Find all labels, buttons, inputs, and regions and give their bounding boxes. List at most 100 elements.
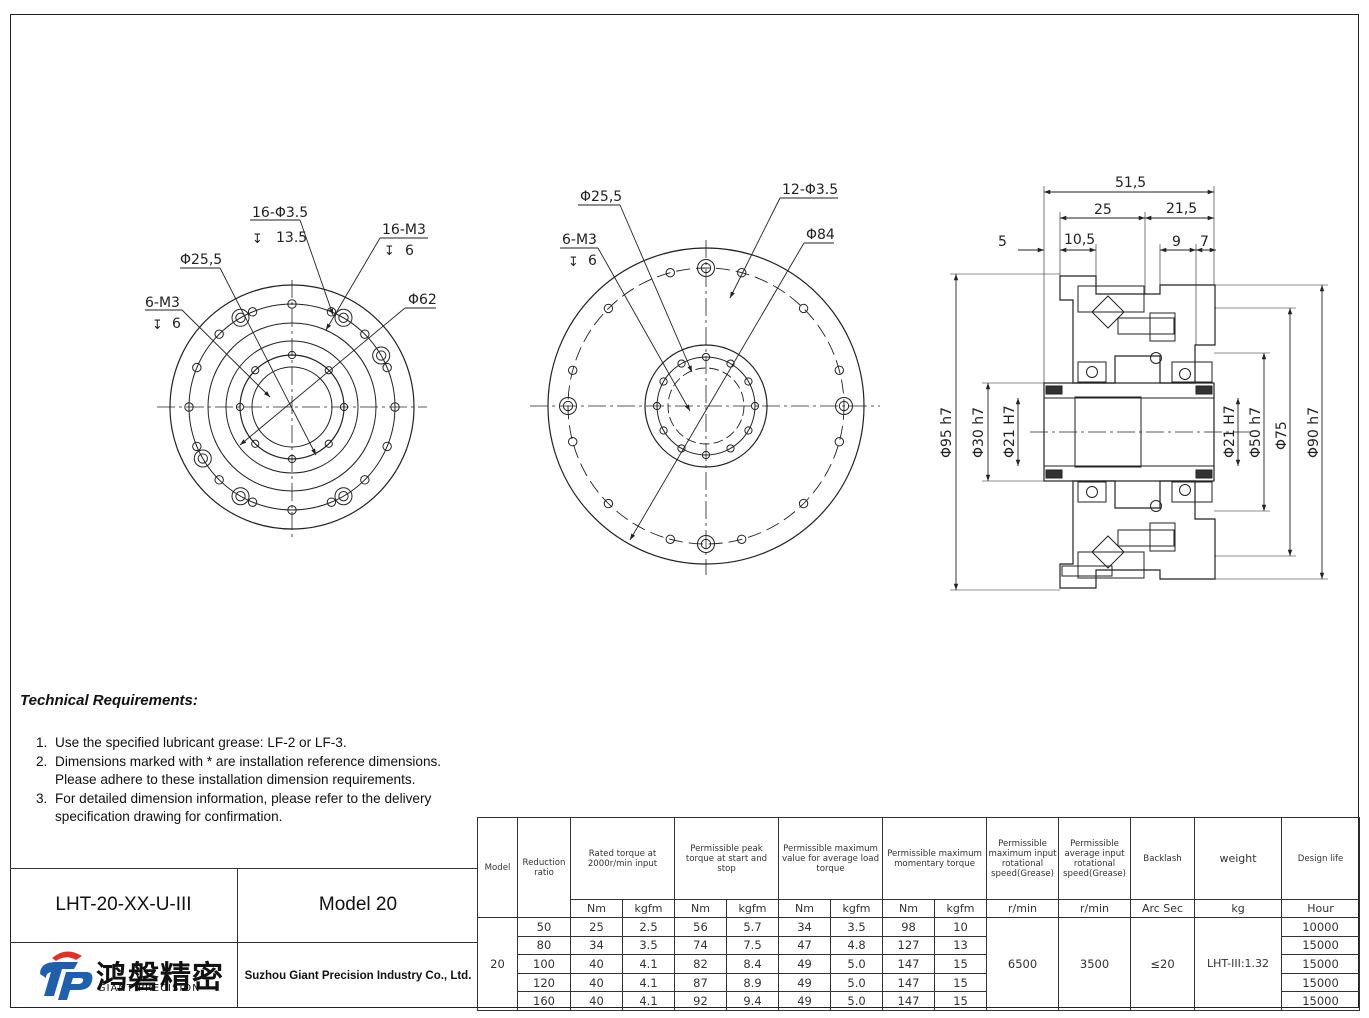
bolt-hole (287, 454, 297, 464)
label-thread-depth: 6 (588, 253, 597, 269)
table-header-row: Model Reduction ratio Rated torque at 20… (477, 817, 1361, 918)
cell-max-speed: 6500 (986, 917, 1060, 1011)
label-holes-16-d3-5: 16-Φ3.5 (252, 205, 308, 221)
bolt-hole (214, 329, 224, 339)
label-thread-b-depth: 6 (172, 316, 181, 332)
depth-symbol: ↧ (152, 318, 163, 333)
logo-text-cn: 鸿磐精密 (96, 960, 224, 996)
unit-cell: r/min (1058, 899, 1132, 918)
requirements-list: 1.Use the specified lubricant grease: LF… (36, 734, 476, 827)
logo-text-en: GIANT PRECISION (98, 983, 201, 994)
thread-hole-inner (838, 400, 850, 412)
title-block-divider (10, 942, 478, 943)
bolt-hole (659, 426, 668, 435)
thread-hole-outer (697, 535, 715, 553)
header-weight: weight (1194, 817, 1283, 900)
header-backlash: Backlash (1130, 817, 1196, 900)
bolt-hole (737, 534, 747, 544)
cell-avg-speed: 3500 (1058, 917, 1132, 1011)
model-name: Model 20 (318, 894, 398, 915)
bolt-hole (726, 359, 735, 368)
bolt-hole (701, 352, 711, 362)
view3-labels: 51,5 25 21,5 5 10,5 9 7 Φ95 h7 Φ30 h7 Φ2… (939, 175, 1322, 458)
bolt-hole (247, 497, 258, 507)
dim-51-5: 51,5 (1115, 175, 1146, 191)
dim-25: 25 (1094, 202, 1112, 218)
thread-hole-outer (334, 487, 353, 506)
header-ratio: Reduction ratio (517, 817, 571, 918)
thread-hole-inner (197, 453, 208, 464)
table-row: 20 50 25 2.5 56 5.7 34 3.5 98 10 6500 35… (477, 917, 1361, 1011)
thread-hole-inner (700, 262, 712, 274)
label-holes-12-d3-5: 12-Φ3.5 (782, 182, 838, 198)
cell-backlash: ≤20 (1130, 917, 1196, 1011)
bolt-hole (750, 401, 760, 411)
bolt-hole (360, 329, 370, 339)
label-thread-6-m3: 6-M3 (562, 232, 597, 248)
thread-hole-outer (559, 397, 577, 415)
depth-symbol: ↧ (568, 255, 579, 270)
bolt-hole (726, 444, 735, 453)
header-avg-torque: Permissible maximum value for average lo… (778, 817, 884, 900)
requirement-item: 2.Dimensions marked with * are installat… (36, 753, 442, 788)
header-model: Model (477, 817, 518, 918)
view-front-middle (530, 197, 880, 575)
dim-5: 5 (998, 234, 1007, 250)
bolt-hole (652, 401, 662, 411)
unit-cell: Nm (570, 899, 623, 918)
bolt-hole (192, 441, 202, 452)
dim-7: 7 (1200, 234, 1209, 250)
bolt-hole (798, 498, 809, 509)
cell-model: 20 (477, 917, 518, 1011)
table-row: 120 40 4.1 87 8.9 49 5.0 147 15 15000 (478, 972, 1361, 993)
unit-cell: kg (1194, 899, 1283, 918)
bolt-hole (568, 365, 578, 375)
depth-symbol: ↧ (252, 232, 263, 247)
unit-cell: Nm (882, 899, 936, 918)
header-rated-torque: Rated torque at 2000r/min input (570, 817, 675, 900)
bolt-hole (360, 475, 370, 485)
unit-cell: kgfm (830, 899, 884, 918)
view-section (950, 186, 1328, 591)
dim-d95: Φ95 h7 (939, 407, 955, 458)
label-thread-depth: 6 (405, 243, 414, 259)
thread-hole-inner (338, 491, 349, 502)
header-design-life: Design life (1281, 817, 1361, 900)
unit-cell: Nm (778, 899, 832, 918)
bolt-hole (603, 498, 614, 509)
bolt-hole (247, 307, 258, 317)
bolt-hole (665, 268, 675, 278)
bolt-hole (737, 268, 747, 278)
technical-drawing: 16-Φ3.5 ↧ 13.5 16-M3 ↧ 6 Φ25,5 6-M3 ↧ 6 … (145, 175, 1328, 591)
requirement-item: 3.For detailed dimension information, pl… (36, 790, 432, 825)
thread-hole-inner (235, 491, 246, 502)
label-holes-depth: 13.5 (276, 230, 307, 246)
view-front-left (145, 219, 436, 540)
header-momentary-torque: Permissible maximum momentary torque (882, 817, 988, 900)
table-row: 160 40 4.1 92 9.4 49 5.0 147 15 15000 (478, 991, 1361, 1011)
view1-labels: 16-Φ3.5 ↧ 13.5 16-M3 ↧ 6 Φ25,5 6-M3 ↧ 6 … (145, 205, 437, 333)
bolt-hole (326, 307, 337, 317)
bolt-hole (390, 402, 400, 412)
bolt-hole (744, 426, 753, 435)
bolt-hole (659, 377, 668, 386)
dim-21-5: 21,5 (1166, 201, 1197, 217)
unit-cell: kgfm (725, 899, 780, 918)
unit-cell: Hour (1281, 899, 1361, 918)
bolt-hole (798, 303, 809, 314)
bolt-hole (677, 359, 686, 368)
dim-d50: Φ50 h7 (1248, 407, 1264, 458)
view2-labels: Φ25,5 12-Φ3.5 6-M3 ↧ 6 Φ84 (562, 182, 838, 270)
thread-hole-inner (562, 400, 574, 412)
bolt-hole (192, 362, 202, 373)
part-number: LHT-20-XX-U-III (55, 894, 192, 915)
label-thread-6-m3: 6-M3 (145, 295, 180, 311)
bolt-hole (382, 362, 392, 373)
bolt-hole (235, 402, 245, 412)
thread-hole-outer (334, 308, 353, 327)
bolt-hole (184, 402, 194, 412)
dim-d21-right: Φ21 H7 (1222, 405, 1238, 458)
dim-9: 9 (1172, 234, 1181, 250)
unit-cell: Nm (674, 899, 727, 918)
